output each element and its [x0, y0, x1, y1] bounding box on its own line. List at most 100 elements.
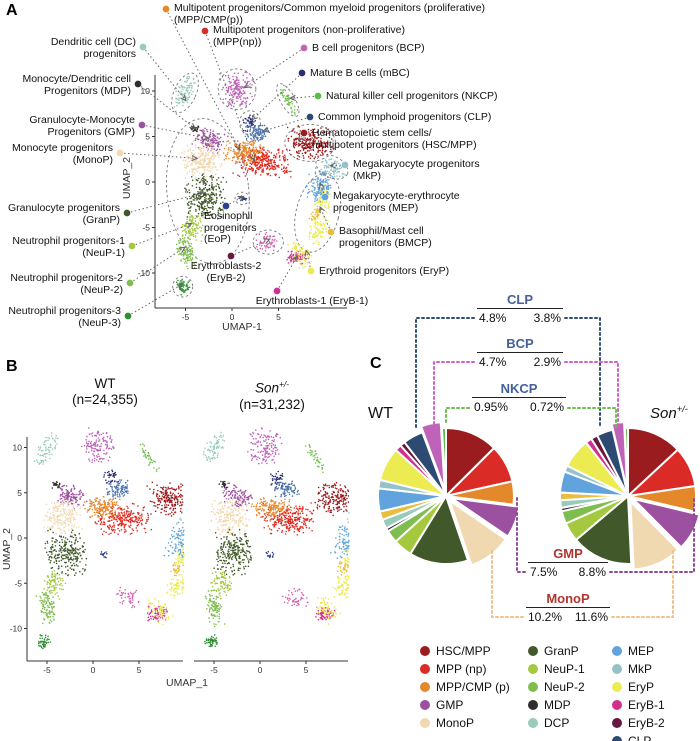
panel-b-ylabel: UMAP_2 — [1, 528, 13, 570]
title-line2: (n=31,232) — [239, 396, 305, 412]
legend-dot-GranP — [528, 646, 538, 656]
pie-slice-Son+/--BCP — [610, 421, 629, 491]
legend-item-MEP: MEP — [612, 644, 654, 658]
cluster-EoP — [100, 551, 108, 559]
annotation-dot-mkp — [341, 161, 349, 169]
annotation-line: Neutrophil progenitors-2 — [10, 272, 123, 284]
callout-percentages: 7.5%8.8% — [526, 564, 610, 579]
annotation-line: (NeuP-3) — [78, 316, 121, 329]
annotation-arrow-bcp — [245, 47, 305, 87]
pct-wt: 4.8% — [479, 311, 507, 325]
panel-a-ylabel: UMAP_2 — [121, 157, 133, 199]
cluster-GranP — [184, 173, 228, 222]
title-line1: WT — [94, 376, 116, 391]
legend-item-GranP: GranP — [528, 644, 579, 658]
pie-slice-WT-GranP — [408, 493, 470, 566]
callout-percentages: 0.95%0.72% — [470, 399, 568, 414]
pie-group-label-son: Son+/- — [650, 404, 688, 422]
pct-son: 0.72% — [529, 400, 564, 414]
legend-dot-MonoP — [420, 718, 430, 728]
cluster-GranP — [213, 528, 253, 576]
annotation-label-neup2: Neutrophil progenitors-2(NeuP-2) — [10, 272, 123, 296]
pie-slice-WT-NKCP — [440, 426, 447, 497]
cluster-outline-EoP — [234, 191, 250, 206]
legend-dot-NeuP-1 — [528, 664, 538, 674]
panel-a-label: A — [6, 2, 18, 19]
legend-item-CLP: CLP — [612, 734, 651, 741]
y-tick-label: 5 — [145, 132, 150, 142]
cluster-CLP — [245, 124, 271, 143]
legend-item-MonoP: MonoP — [420, 716, 474, 730]
legend-dot-EryB-2 — [612, 718, 622, 728]
legend-label: CLP — [628, 734, 652, 741]
cluster-GMP — [57, 484, 88, 510]
callout-wire-NKCP — [445, 407, 470, 425]
callout-underline — [528, 562, 608, 563]
cluster-MPP/CMP(p) — [250, 497, 293, 522]
legend-item-EryP: EryP — [612, 680, 654, 694]
annotation-dot-monop — [116, 149, 124, 157]
x-tick-label: 0 — [258, 665, 263, 675]
legend-dot-MkP — [612, 664, 622, 674]
pie-slice-WT-MPP/CMP (p) — [445, 480, 515, 506]
y-tick-label: -10 — [10, 624, 23, 634]
legend-label: EryB-1 — [628, 698, 665, 712]
pie-slice-Son+/--NKCP — [623, 426, 629, 497]
annotation-line: Multipotent progenitors (non-proliferati… — [213, 24, 406, 36]
annotation-dot-hsc — [300, 129, 308, 137]
annotation-line: progenitors — [204, 221, 257, 234]
callout-percentages: 4.7%2.9% — [475, 354, 565, 369]
annotation-label-clp: Common lymphoid progenitors (CLP) — [318, 111, 492, 124]
annotation-line: Megakaryocyte progenitors — [353, 158, 480, 170]
cluster-outline-NeuP-3 — [172, 275, 194, 298]
x-tick-label: -5 — [210, 665, 218, 675]
pct-son: 3.8% — [533, 311, 561, 325]
annotation-dot-mpp-np — [201, 27, 209, 35]
annotation-arrow-neup3 — [127, 284, 183, 317]
cluster-NeuP-1 — [210, 570, 233, 597]
annotation-dot-mep — [321, 193, 329, 201]
cluster-mBC — [103, 469, 120, 485]
annotation-line: (MPP(np)) — [213, 35, 262, 48]
annotation-dot-granp — [123, 209, 131, 217]
legend-label: MkP — [628, 662, 652, 676]
annotation-arrow-eryp — [306, 251, 312, 272]
annotation-dot-bcp — [300, 44, 308, 52]
annotation-arrow-mdp — [137, 83, 195, 128]
annotation-arrow-clp — [264, 116, 311, 131]
cluster-MPP(np) — [261, 502, 319, 536]
legend-dot-EryB-1 — [612, 700, 622, 710]
legend-item-EryB-2: EryB-2 — [612, 716, 665, 730]
legend-item-MPP (np): MPP (np) — [420, 662, 486, 676]
annotation-label-nkcp: Natural killer cell progenitors (NKCP) — [326, 90, 498, 103]
pie-slice-WT-BCP — [419, 421, 446, 491]
annotation-line: Eosinophil — [204, 210, 253, 222]
cluster-EryP-c — [316, 596, 341, 625]
annotation-line: (GranP) — [82, 213, 120, 226]
annotation-label-eryb2: Erythroblasts-2(EryB-2) — [146, 260, 306, 284]
annotation-dot-bmcp — [327, 228, 335, 236]
annotation-line: (EryB-2) — [206, 271, 246, 284]
legend-dot-MPP (np) — [420, 664, 430, 674]
legend-label: HSC/MPP — [436, 644, 491, 658]
annotation-dot-gmp — [138, 121, 146, 129]
cluster-MkP — [346, 511, 350, 523]
annotation-line: Common lymphoid progenitors (CLP) — [318, 111, 492, 123]
legend-label: NeuP-2 — [544, 680, 585, 694]
annotation-line: progenitors (MEP) — [333, 201, 419, 214]
cluster-MEP — [330, 525, 350, 559]
cluster-DCP — [33, 432, 59, 465]
callout-wire-GMP — [609, 496, 695, 573]
cluster-NeuP-3 — [37, 634, 52, 650]
x-tick-label: 5 — [304, 665, 309, 675]
annotation-line: Hematopoietic stem cells/ — [312, 127, 432, 139]
x-tick-label: -5 — [43, 665, 51, 675]
cluster-outline-DCP — [171, 72, 199, 114]
legend-dot-NeuP-2 — [528, 682, 538, 692]
